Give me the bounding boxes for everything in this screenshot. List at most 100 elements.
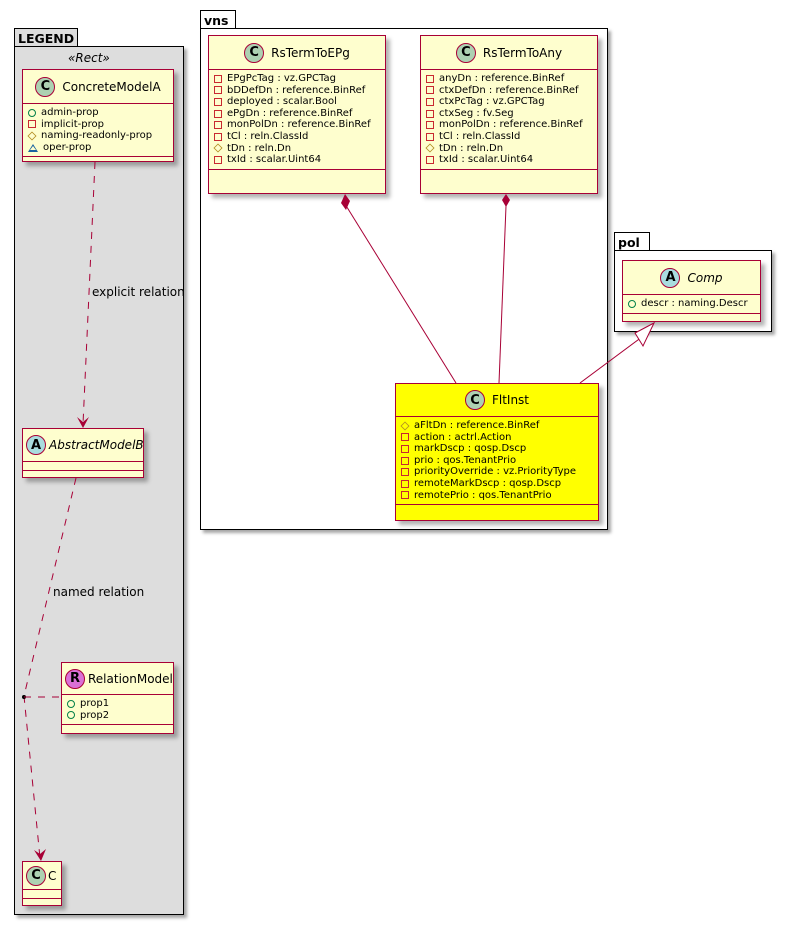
protected-visibility-icon xyxy=(425,143,435,153)
attribute-text: monPolDn : reference.BinRef xyxy=(227,119,371,131)
private-visibility-icon xyxy=(426,74,434,83)
attribute-text: ctxDefDn : reference.BinRef xyxy=(439,84,579,96)
attribute-row: prop2 xyxy=(67,710,173,722)
class-name: Comp xyxy=(687,270,723,285)
abstract-badge-icon: A xyxy=(660,267,681,288)
attribute-text: tCl : reln.ClassId xyxy=(439,130,521,142)
private-visibility-icon xyxy=(401,456,409,465)
attribute-row: ctxSeg : fv.Seg xyxy=(426,108,597,120)
private-visibility-icon xyxy=(426,132,434,141)
attribute-text: markDscp : qosp.Dscp xyxy=(414,443,527,455)
attribute-text: prop1 xyxy=(80,698,110,709)
attribute-row: tCl : reln.ClassId xyxy=(426,131,597,143)
protected-visibility-icon xyxy=(27,131,37,141)
package-pol-tab: pol xyxy=(614,232,650,251)
private-visibility-icon xyxy=(214,97,222,106)
label-named-relation: named relation xyxy=(53,585,145,599)
private-visibility-icon xyxy=(401,444,409,453)
private-visibility-icon xyxy=(401,479,409,488)
attribute-text: priorityOverride : vz.PriorityType xyxy=(414,466,576,478)
class-name: C xyxy=(48,868,57,883)
attribute-row: txId : scalar.Uint64 xyxy=(426,154,597,166)
class-comp[interactable]: A Comp descr : naming.Descr xyxy=(622,260,761,322)
private-visibility-icon xyxy=(214,86,222,95)
attribute-row: monPolDn : reference.BinRef xyxy=(214,119,385,131)
package-pol-title: pol xyxy=(618,235,640,250)
attribute-text: tDn : reln.Dn xyxy=(227,142,292,154)
class-attributes: descr : naming.Descr xyxy=(623,295,760,314)
abstract-badge-icon: A xyxy=(26,435,46,455)
private-visibility-icon xyxy=(426,121,434,130)
attribute-text: txId : scalar.Uint64 xyxy=(439,154,534,166)
attribute-row: txId : scalar.Uint64 xyxy=(214,154,385,166)
private-visibility-icon xyxy=(214,155,222,164)
protected-visibility-icon xyxy=(213,143,223,153)
legend-title: LEGEND xyxy=(18,31,75,46)
private-visibility-icon xyxy=(214,132,222,141)
attribute-row: naming-readonly-prop xyxy=(27,130,173,142)
attribute-row: prop1 xyxy=(67,698,173,710)
class-c[interactable]: C C xyxy=(22,861,62,906)
attribute-text: monPolDn : reference.BinRef xyxy=(439,119,583,131)
relation-badge-icon: R xyxy=(65,668,85,689)
attribute-text: admin-prop xyxy=(41,107,99,118)
attribute-text: remoteMarkDscp : qosp.Dscp xyxy=(414,477,562,489)
class-header: C RsTermToAny xyxy=(421,36,597,70)
attribute-row: deployed : scalar.Bool xyxy=(214,96,385,108)
legend-stereotype: «Rect» xyxy=(68,51,110,65)
class-name: FltInst xyxy=(491,393,530,407)
class-name: RsTermToAny xyxy=(482,45,563,60)
attribute-text: naming-readonly-prop xyxy=(41,130,153,142)
class-badge-icon: C xyxy=(244,42,265,63)
attribute-text: ctxPcTag : vz.GPCTag xyxy=(439,96,545,108)
attribute-text: txId : scalar.Uint64 xyxy=(227,154,322,166)
package-visibility-icon xyxy=(28,143,38,152)
package-vns-title: vns xyxy=(204,13,229,28)
package-vns-tab: vns xyxy=(200,10,236,29)
attribute-row: prio : qos.TenantPrio xyxy=(401,455,598,467)
protected-visibility-icon xyxy=(400,421,410,431)
class-abstract-model-b[interactable]: A AbstractModelB xyxy=(22,428,144,478)
class-header: A Comp xyxy=(623,261,760,295)
public-visibility-icon xyxy=(67,711,75,720)
class-name: AbstractModelB xyxy=(49,438,144,452)
private-visibility-icon xyxy=(28,120,36,129)
attribute-row: tCl : reln.ClassId xyxy=(214,131,385,143)
class-badge-icon: C xyxy=(464,390,485,410)
private-visibility-icon xyxy=(214,74,222,83)
attribute-row: priorityOverride : vz.PriorityType xyxy=(401,466,598,478)
attribute-row: remoteMarkDscp : qosp.Dscp xyxy=(401,478,598,490)
attribute-row: ctxPcTag : vz.GPCTag xyxy=(426,96,597,108)
private-visibility-icon xyxy=(426,109,434,118)
legend-package-tab: LEGEND xyxy=(14,28,78,47)
private-visibility-icon xyxy=(426,97,434,106)
attribute-row: ctxDefDn : reference.BinRef xyxy=(426,85,597,97)
attribute-text: anyDn : reference.BinRef xyxy=(439,73,565,84)
attribute-text: descr : naming.Descr xyxy=(641,298,748,309)
private-visibility-icon xyxy=(426,155,434,164)
attribute-text: bDDefDn : reference.BinRef xyxy=(227,84,366,96)
private-visibility-icon xyxy=(401,491,409,500)
private-visibility-icon xyxy=(214,109,222,118)
private-visibility-icon xyxy=(401,433,409,442)
private-visibility-icon xyxy=(214,121,222,130)
private-visibility-icon xyxy=(426,86,434,95)
public-visibility-icon xyxy=(628,299,636,308)
attribute-text: ctxSeg : fv.Seg xyxy=(439,107,514,119)
attribute-text: EPgPcTag : vz.GPCTag xyxy=(227,73,336,84)
attribute-text: remotePrio : qos.TenantPrio xyxy=(414,489,552,501)
attribute-text: action : actrl.Action xyxy=(414,431,512,443)
class-badge-icon: C xyxy=(455,42,476,63)
class-badge-icon: C xyxy=(26,865,46,886)
legend-package-body xyxy=(14,46,184,915)
